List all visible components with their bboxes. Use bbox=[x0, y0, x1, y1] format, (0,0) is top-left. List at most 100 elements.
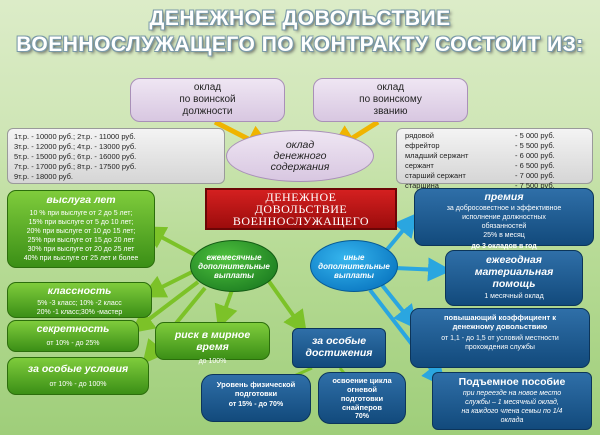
tariff-line: 3т.р. - 12000 руб.; 4т.р. - 13000 руб. bbox=[14, 142, 137, 151]
tariff-list-box: 1т.р. - 10000 руб.; 2т.р. - 11000 руб. 3… bbox=[7, 128, 225, 184]
seniority-line: 25% при выслуге от 15 до 20 лет bbox=[27, 237, 135, 244]
qualification-line: 20% -1 класс;30% -мастер bbox=[36, 309, 123, 316]
coefficient-line: от 1,1 - до 1,5 от условий местности bbox=[441, 335, 559, 342]
oklad-content-ellipse: оклад денежного содержания bbox=[226, 130, 374, 182]
annual-aid-text: 1 месячный оклад bbox=[484, 293, 544, 300]
qualification-line: 5% -3 класс; 10% -2 класс bbox=[37, 300, 122, 307]
special-conditions-title: за особые условия bbox=[27, 363, 129, 375]
oklad-position-box: оклад по воинской должности bbox=[130, 78, 285, 122]
oklad-content-line-2: денежного bbox=[273, 149, 327, 162]
other-line-3: выплаты bbox=[334, 270, 374, 280]
oklad-content-line-3: содержания bbox=[270, 160, 330, 173]
oklad-rank-box: оклад по воинскому званию bbox=[313, 78, 468, 122]
bonus-extra: до 3 окладов в год bbox=[471, 243, 537, 250]
title-line-1: ДЕНЕЖНОЕ ДОВОЛЬСТВИЕ bbox=[149, 7, 451, 30]
seniority-line: 30% при выслуге от 20 до 25 лет bbox=[27, 246, 135, 253]
special-achievements-box: за особые достижения bbox=[292, 328, 386, 368]
coefficient-title-line: повышающий коэффициент к bbox=[443, 313, 557, 322]
relocation-line: при переезде на новое место bbox=[462, 390, 562, 397]
tariff-line: 9т.р. - 18000 руб. bbox=[14, 172, 74, 181]
oklad-position-line-3: должности bbox=[182, 106, 233, 117]
rank-row: рядовой- 5 000 руб. bbox=[405, 131, 555, 140]
physical-text: от 15% - до 70% bbox=[228, 401, 284, 408]
monthly-line-1: ежемесячные bbox=[206, 252, 262, 262]
relocation-line: службы – 1 месячный оклад, bbox=[465, 399, 559, 406]
title-line-2: ВОЕННОСЛУЖАЩЕГО ПО КОНТРАКТУ СОСТОИТ ИЗ: bbox=[16, 33, 584, 56]
peacetime-risk-box: риск в мирное время до 100% bbox=[155, 322, 270, 365]
tariff-line: 5т.р. - 15000 руб.; 6т.р. - 16000 руб. bbox=[14, 152, 137, 161]
physical-line: подготовки bbox=[234, 389, 278, 398]
other-payments-ellipse: иные дополнительные выплаты bbox=[310, 240, 398, 292]
arrow-to-risk bbox=[214, 289, 238, 330]
seniority-line: 15% при выслуге от 5 до 10 лет; bbox=[28, 219, 134, 226]
secrecy-title: секретность bbox=[36, 323, 110, 335]
sniper-line: подготовки bbox=[340, 394, 384, 403]
rank-row: старший сержант- 7 000 руб. bbox=[405, 171, 555, 180]
rank-row: сержант- 6 500 руб. bbox=[405, 161, 555, 170]
oklad-rank-line-3: званию bbox=[373, 106, 408, 117]
annual-aid-line: ежегодная bbox=[486, 254, 542, 266]
sniper-training-box: освоение цикла огневой подготовки снайпе… bbox=[318, 372, 406, 424]
oklad-rank-line-1: оклад bbox=[376, 82, 405, 93]
other-line-1: иные bbox=[343, 252, 365, 262]
bonus-line: обязанностей bbox=[481, 223, 527, 230]
physical-training-box: Уровень физической подготовки от 15% - д… bbox=[201, 374, 311, 422]
rank-row: ефрейтор- 5 500 руб. bbox=[405, 141, 555, 150]
center-title-box: ДЕНЕЖНОЕ ДОВОЛЬСТВИЕ ВОЕННОСЛУЖАЩЕГО bbox=[205, 188, 397, 230]
monthly-line-3: выплаты bbox=[214, 270, 254, 280]
sniper-line: освоение цикла bbox=[332, 376, 392, 385]
annual-aid-line: материальная bbox=[474, 266, 554, 278]
seniority-box: выслуга лет 10 % при выслуге от 2 до 5 л… bbox=[7, 190, 155, 268]
special-conditions-box: за особые условия от 10% - до 100% bbox=[7, 357, 149, 395]
oklad-rank-line-2: по воинскому bbox=[359, 94, 422, 105]
secrecy-box: секретность от 10% - до 25% bbox=[7, 320, 139, 352]
relocation-title: Подъемное пособие bbox=[458, 376, 566, 388]
relocation-line: на каждого члена семьи по 1/4 bbox=[461, 408, 563, 415]
bonus-line: исполнение должностных bbox=[462, 214, 546, 221]
physical-line: Уровень физической bbox=[216, 380, 296, 389]
peacetime-risk-title: риск в мирное время bbox=[174, 329, 251, 353]
center-line-3: ВОЕННОСЛУЖАЩЕГО bbox=[232, 214, 370, 228]
bonus-line: 25% в месяц bbox=[483, 232, 525, 239]
arrow-to-seniority bbox=[141, 226, 196, 257]
center-line-2: ДОВОЛЬСТВИЕ bbox=[254, 202, 348, 216]
sniper-text: 70% bbox=[354, 413, 369, 420]
sniper-line: снайперов bbox=[342, 403, 382, 412]
achievements-line-2: достижения bbox=[305, 347, 373, 359]
seniority-line: 40% при выслуге от 25 лет и более bbox=[23, 255, 139, 262]
seniority-title: выслуга лет bbox=[46, 194, 116, 206]
coefficient-box: повышающий коэффициент к денежному довол… bbox=[410, 308, 590, 368]
arrow-to-coefficient bbox=[380, 283, 418, 330]
monthly-line-2: дополнительные bbox=[198, 261, 270, 271]
special-conditions-text: от 10% - до 100% bbox=[49, 381, 107, 388]
page-title: ДЕНЕЖНОЕ ДОВОЛЬСТВИЕ ВОЕННОСЛУЖАЩЕГО ПО … bbox=[0, 6, 600, 58]
bonus-line: за добросовестное и эффективное bbox=[446, 205, 562, 212]
seniority-line: 10 % при выслуге от 2 до 5 лет; bbox=[29, 210, 133, 217]
rank-row: старшина- 7 500 руб. bbox=[405, 181, 555, 190]
other-line-2: дополнительные bbox=[318, 261, 390, 271]
tariff-line: 7т.р. - 17000 руб.; 8т.р. - 17500 руб. bbox=[14, 162, 137, 171]
achievements-line-1: за особые bbox=[311, 335, 367, 347]
arrow-to-achievements bbox=[266, 278, 307, 335]
coefficient-line: прохождения службы bbox=[465, 344, 535, 351]
arrow-to-secrecy bbox=[130, 280, 200, 334]
ranks-list-box: рядовой- 5 000 руб. ефрейтор- 5 500 руб.… bbox=[396, 128, 593, 190]
annual-aid-box: ежегодная материальная помощь 1 месячный… bbox=[445, 250, 583, 306]
qualification-title: классность bbox=[47, 285, 112, 297]
center-line-1: ДЕНЕЖНОЕ bbox=[265, 190, 337, 204]
arrow-to-qualification bbox=[141, 270, 193, 298]
monthly-payments-ellipse: ежемесячные дополнительные выплаты bbox=[190, 240, 278, 292]
arrow-to-bonus bbox=[383, 212, 418, 254]
bonus-title: премия bbox=[484, 191, 524, 203]
oklad-position-line-1: оклад bbox=[193, 82, 222, 93]
secrecy-text: от 10% - до 25% bbox=[46, 340, 100, 347]
arrow-to-aid bbox=[394, 257, 452, 282]
annual-aid-line: помощь bbox=[492, 278, 536, 290]
qualification-box: классность 5% -3 класс; 10% -2 класс 20%… bbox=[7, 282, 152, 318]
relocation-box: Подъемное пособие при переезде на новое … bbox=[432, 372, 592, 430]
peacetime-risk-text: до 100% bbox=[198, 358, 227, 365]
oklad-content-line-1: оклад bbox=[285, 138, 315, 151]
tariff-line: 1т.р. - 10000 руб.; 2т.р. - 11000 руб. bbox=[14, 132, 136, 141]
seniority-line: 20% при выслуге от 10 до 15 лет; bbox=[26, 228, 136, 235]
relocation-line: оклада bbox=[500, 417, 524, 424]
